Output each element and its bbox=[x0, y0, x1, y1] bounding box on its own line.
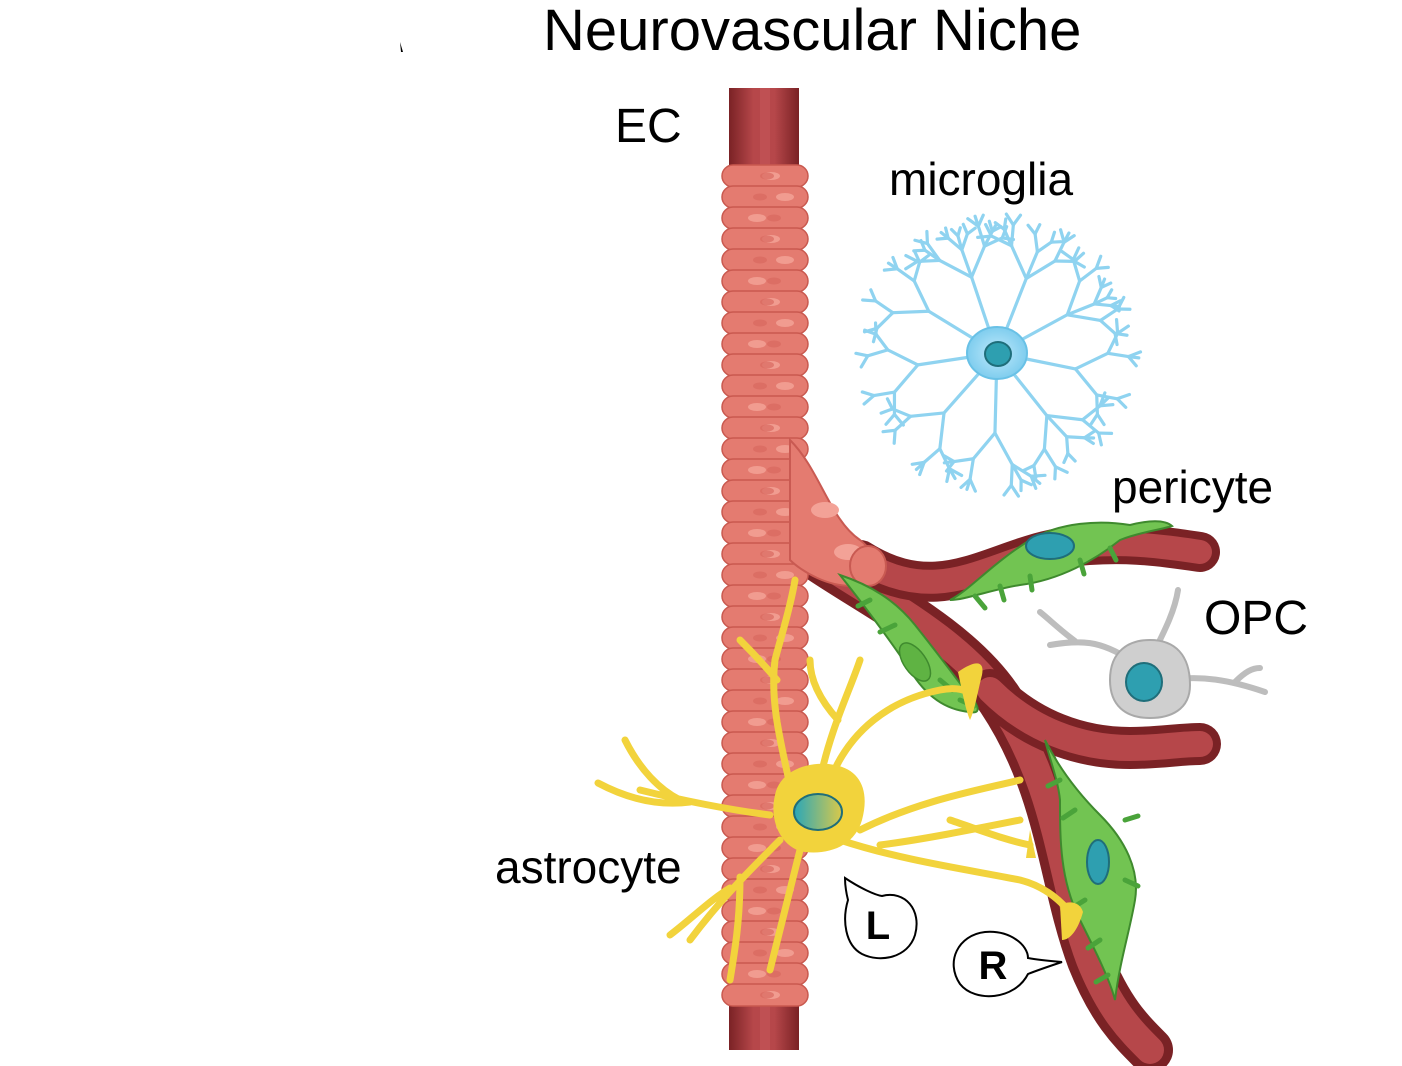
stray-mark bbox=[400, 42, 403, 52]
label-ec: EC bbox=[615, 100, 682, 153]
receptor-label: R bbox=[978, 944, 1008, 988]
microglia-cell bbox=[854, 212, 1143, 498]
endothelial-cells bbox=[721, 164, 809, 1007]
vessel-junction bbox=[789, 437, 887, 587]
label-pericyte: pericyte bbox=[1112, 461, 1274, 513]
receptor-bubble bbox=[952, 930, 1063, 998]
ligand-bubble bbox=[843, 876, 918, 960]
diagram-title: Neurovascular Niche bbox=[543, 0, 1082, 63]
astrocyte-cell bbox=[594, 576, 1083, 984]
opc-cell bbox=[1037, 587, 1268, 720]
label-microglia: microglia bbox=[889, 153, 1074, 205]
ligand-label: L bbox=[865, 904, 891, 948]
label-opc: OPC bbox=[1204, 592, 1309, 645]
label-astrocyte: astrocyte bbox=[495, 841, 682, 893]
pericyte-cells bbox=[837, 520, 1174, 1001]
